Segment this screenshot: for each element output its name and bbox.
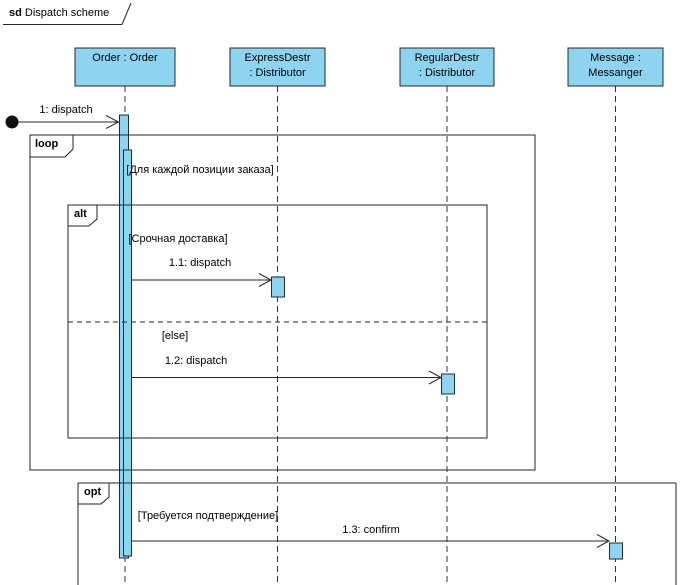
fragment-loop-guard: [Для каждой позиции заказа] xyxy=(126,164,274,176)
fragment-alt-operator: alt xyxy=(74,208,87,220)
activation-order-inner xyxy=(123,149,132,557)
fragment-alt-guard-1: [Срочная доставка] xyxy=(128,233,228,245)
lifeline-message-header xyxy=(567,47,664,87)
fragment-opt-guard: [Требуется подтверждение] xyxy=(137,510,279,522)
fragment-alt-guard-else: [else] xyxy=(161,330,189,342)
frame-title-tab xyxy=(3,2,132,25)
message-1-1-label: 1.1: dispatch xyxy=(168,257,232,269)
lifeline-express-header xyxy=(229,47,326,87)
fragment-opt-pentagon xyxy=(77,482,110,505)
diagram-title-keyword: sd xyxy=(9,7,22,19)
lifeline-express-label: ExpressDestr : Distributor xyxy=(244,52,311,79)
message-1-2-arrow xyxy=(132,370,443,385)
message-1-3-label: 1.3: confirm xyxy=(342,524,400,536)
lifeline-order-label: Order : Order xyxy=(92,52,158,64)
activation-message xyxy=(609,542,623,560)
lifeline-regular-label: RegularDestr : Distributor xyxy=(414,52,480,79)
lifeline-regular-header xyxy=(399,47,495,87)
diagram-title: sd Dispatch scheme xyxy=(9,7,109,20)
fragment-loop-operator: loop xyxy=(35,138,59,150)
fragment-alt-pentagon xyxy=(67,204,98,227)
activation-express xyxy=(271,276,285,298)
message-1-2-label: 1.2: dispatch xyxy=(164,355,228,367)
diagram-title-text: Dispatch scheme xyxy=(24,7,110,19)
found-message-node-icon xyxy=(5,115,19,129)
lifeline-order-header xyxy=(74,47,176,87)
fragment-opt-operator: opt xyxy=(84,486,102,498)
message-1-3-arrow xyxy=(132,534,611,548)
lifeline-message-label: Message : Messanger xyxy=(588,52,643,79)
message-1-label: 1: dispatch xyxy=(39,104,93,116)
message-1-arrow xyxy=(5,115,120,129)
fragment-loop-frame xyxy=(29,134,536,471)
message-1-1-arrow xyxy=(132,273,273,287)
activation-regular xyxy=(441,373,455,395)
fragment-loop-pentagon xyxy=(29,134,74,158)
